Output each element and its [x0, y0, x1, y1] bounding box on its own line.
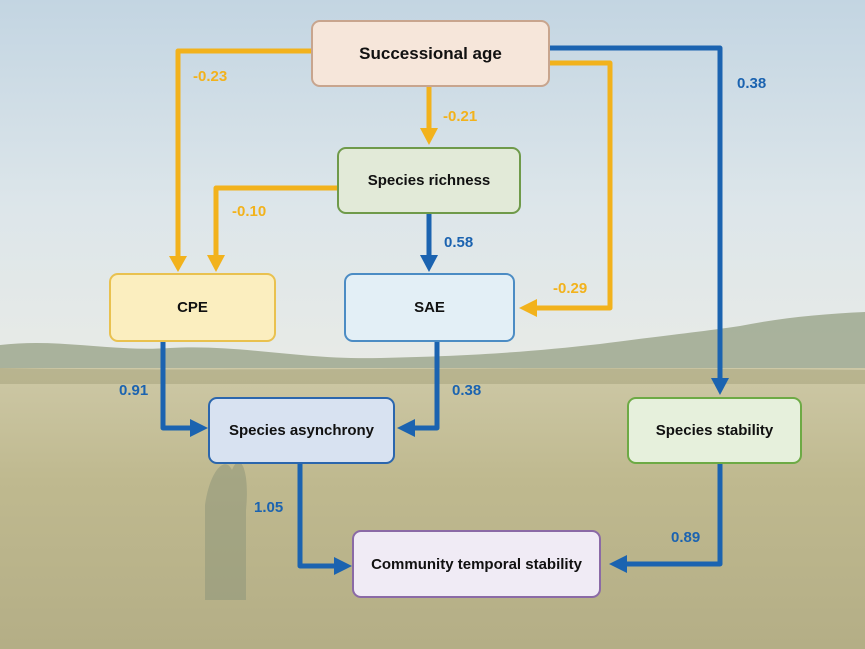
- arrowhead-age-to-richness: [420, 128, 438, 145]
- arrowhead-age-to-cpe: [169, 256, 187, 272]
- label-age-to-stability: 0.38: [737, 75, 767, 92]
- arrow-age-to-cpe: [175, 48, 312, 260]
- arrowhead-richness-to-sae: [420, 255, 438, 272]
- node-species-richness: Species richness: [337, 147, 521, 214]
- node-species-asynchrony: Species asynchrony: [208, 397, 395, 464]
- arrow-age-to-sae: [533, 60, 613, 311]
- label-asynchrony-to-community: 1.05: [254, 499, 284, 516]
- label-cpe-to-asynchrony: 0.91: [119, 382, 149, 399]
- arrow-stability-to-community: [623, 464, 723, 567]
- arrowhead-age-to-sae: [519, 299, 537, 317]
- label-age-to-cpe: -0.23: [193, 68, 228, 85]
- arrow-richness-to-cpe: [213, 185, 337, 259]
- label-sae-to-asynchrony: 0.38: [452, 382, 482, 399]
- label-age-to-richness: -0.21: [443, 108, 478, 125]
- arrowhead-sae-to-asynchrony: [397, 419, 415, 437]
- node-cpe: CPE: [109, 273, 276, 342]
- arrowhead-stability-to-community: [609, 555, 627, 573]
- label-age-to-sae: -0.29: [553, 280, 588, 297]
- label-stability-to-community: 0.89: [671, 529, 701, 546]
- arrowhead-age-to-stability: [711, 378, 729, 395]
- arrowhead-cpe-to-asynchrony: [190, 419, 208, 437]
- node-community-temporal-stability: Community temporal stability: [352, 530, 601, 598]
- arrow-age-to-stability: [550, 45, 723, 382]
- arrowhead-richness-to-cpe: [207, 255, 225, 272]
- node-sae: SAE: [344, 273, 515, 342]
- arrowhead-asynchrony-to-community: [334, 557, 352, 575]
- node-successional-age: Successional age: [311, 20, 550, 87]
- arrow-sae-to-asynchrony: [411, 342, 440, 431]
- arrow-asynchrony-to-community: [297, 464, 338, 569]
- label-richness-to-sae: 0.58: [444, 234, 474, 251]
- label-richness-to-cpe: -0.10: [232, 203, 267, 220]
- arrow-cpe-to-asynchrony: [160, 342, 194, 431]
- node-species-stability: Species stability: [627, 397, 802, 464]
